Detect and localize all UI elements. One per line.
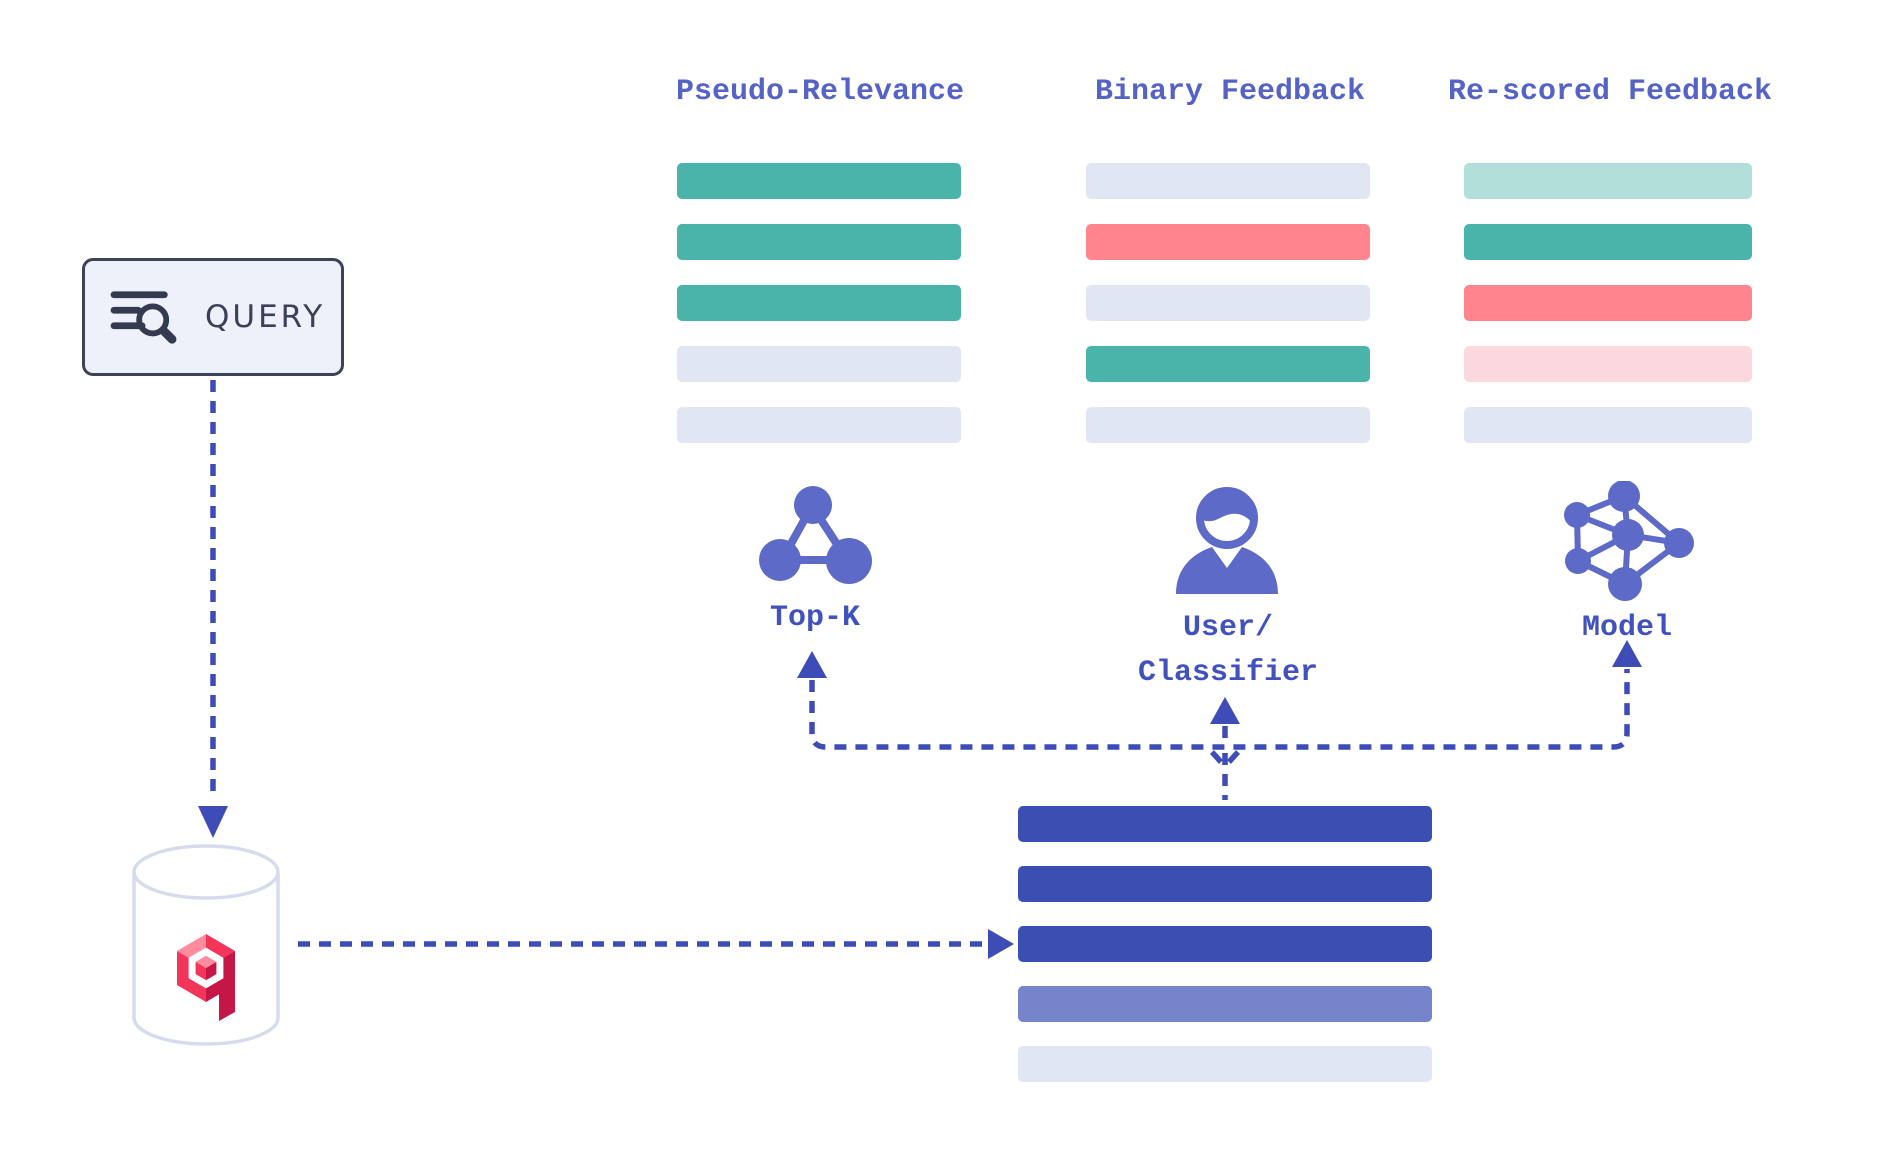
column-title-pseudo-relevance: Pseudo-Relevance xyxy=(675,75,965,109)
result-bar-teal xyxy=(677,224,961,260)
result-bar-lavender xyxy=(1086,407,1370,443)
arrowhead-right-results xyxy=(988,929,1014,959)
cluster-icon xyxy=(759,486,872,584)
merge-mark-right xyxy=(1226,750,1241,764)
retrieved-results-bar-list xyxy=(1018,806,1432,1106)
result-bar-pink_light xyxy=(1464,346,1752,382)
result-bar-indigo_dark xyxy=(1018,806,1432,842)
column-title-rescored-feedback: Re-scored Feedback xyxy=(1447,75,1773,109)
result-bar-lavender xyxy=(677,407,961,443)
caption-line: User/ xyxy=(1182,611,1273,645)
merge-mark-left xyxy=(1209,750,1224,764)
result-bar-teal xyxy=(1086,346,1370,382)
qdrant-logo xyxy=(177,934,235,1021)
column-title-binary-feedback: Binary Feedback xyxy=(1094,75,1366,109)
result-bar-lavender xyxy=(677,346,961,382)
pseudo-relevance-bar-list xyxy=(677,163,961,468)
caption-top-k: Top-K xyxy=(715,601,915,635)
arrowhead-down-db xyxy=(198,806,228,838)
vector-database-cylinder xyxy=(132,844,280,1046)
caption-line: Top-K xyxy=(769,601,860,635)
result-bar-lavender xyxy=(1086,285,1370,321)
result-bar-indigo_dark xyxy=(1018,926,1432,962)
search-list-icon xyxy=(110,291,177,344)
result-bar-indigo_dark xyxy=(1018,866,1432,902)
binary-feedback-bar-list xyxy=(1086,163,1370,468)
caption-user-classifier: User/ Classifier xyxy=(1103,606,1353,696)
query-label: QUERY xyxy=(205,299,326,335)
caption-model: Model xyxy=(1527,611,1727,645)
rescored-feedback-bar-list xyxy=(1464,163,1752,468)
result-bar-red xyxy=(1086,224,1370,260)
caption-line: Model xyxy=(1581,611,1672,645)
result-bar-indigo_mid xyxy=(1018,986,1432,1022)
result-bar-teal_light xyxy=(1464,163,1752,199)
result-bar-lavender xyxy=(1018,1046,1432,1082)
query-box: QUERY xyxy=(82,258,344,376)
result-bar-red xyxy=(1464,285,1752,321)
result-bar-teal xyxy=(677,163,961,199)
user-icon xyxy=(1176,487,1278,594)
network-icon xyxy=(1564,481,1694,601)
result-bar-lavender xyxy=(1086,163,1370,199)
arrowhead-up-user xyxy=(1210,697,1240,724)
result-bar-teal xyxy=(1464,224,1752,260)
result-bar-teal xyxy=(677,285,961,321)
result-bar-lavender xyxy=(1464,407,1752,443)
arrowhead-up-topk xyxy=(797,651,827,678)
caption-line: Classifier xyxy=(1137,656,1319,690)
